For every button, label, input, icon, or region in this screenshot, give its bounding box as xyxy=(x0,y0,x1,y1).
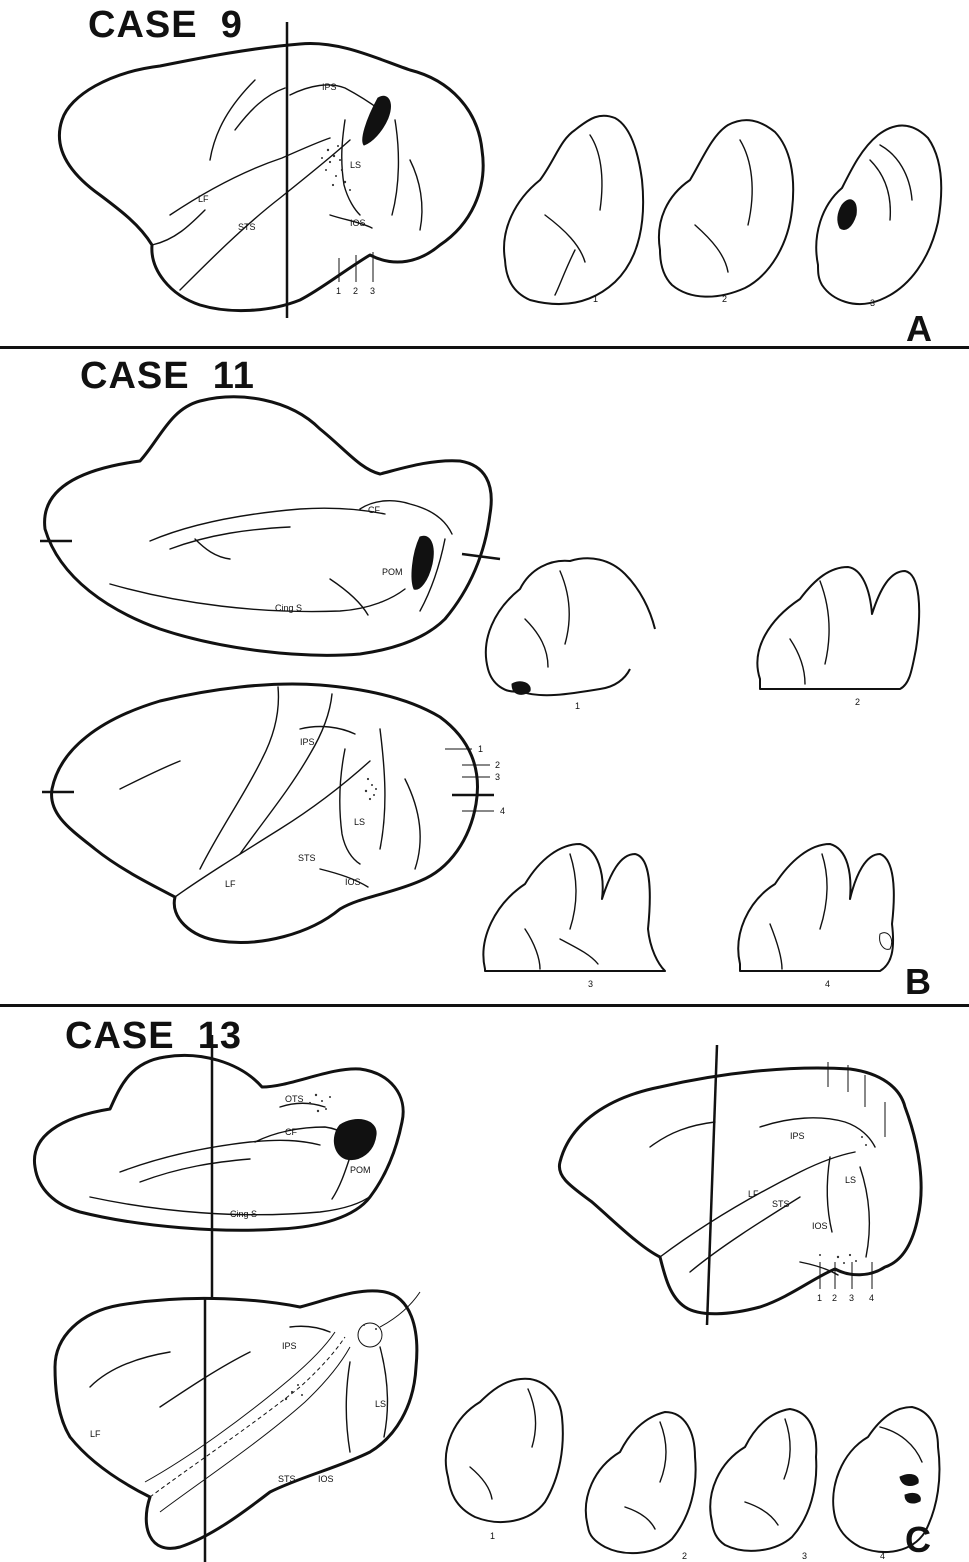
case-11-coronal-sections: 1 2 3 4 xyxy=(0,349,969,1004)
section-number-3: 3 xyxy=(870,298,875,308)
panel-case-11: CASE 11 CF POM Cing S xyxy=(0,349,969,1004)
section-c-number-3: 3 xyxy=(802,1551,807,1561)
section-c-number-1: 1 xyxy=(490,1531,495,1541)
section-c-number-2: 2 xyxy=(682,1551,687,1561)
panel-letter-b: B xyxy=(905,961,931,1003)
panel-letter-c: C xyxy=(905,1519,931,1561)
section-b-number-4: 4 xyxy=(825,979,830,989)
panel-case-13: CASE 13 OTS CF POM Cing S xyxy=(0,1007,969,1562)
section-number-1: 1 xyxy=(593,294,598,304)
section-c-number-4: 4 xyxy=(880,1551,885,1561)
section-b-number-1: 1 xyxy=(575,701,580,711)
section-b-number-3: 3 xyxy=(588,979,593,989)
section-b-number-2: 2 xyxy=(855,697,860,707)
panel-case-9: CASE 9 I xyxy=(0,0,969,345)
case-9-coronal-sections: 1 2 3 xyxy=(0,0,969,345)
section-number-2: 2 xyxy=(722,294,727,304)
panel-letter-a: A xyxy=(906,308,932,350)
case-13-coronal-sections: 1 2 3 4 xyxy=(0,1007,969,1562)
